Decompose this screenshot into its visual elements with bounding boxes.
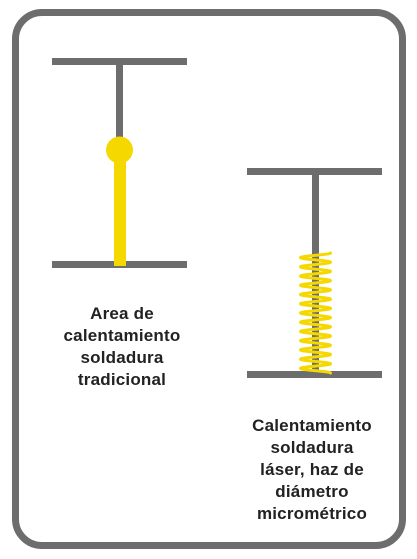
caption-laser-line-4: diámetro [275, 482, 349, 501]
caption-laser: Calentamiento soldadura láser, haz de di… [222, 415, 402, 525]
electrode-stem-left [116, 62, 123, 150]
heat-zone-dot [106, 136, 133, 164]
caption-traditional-line-1: Area de [90, 304, 154, 323]
caption-laser-line-3: láser, haz de [260, 460, 364, 479]
caption-laser-line-1: Calentamiento [252, 416, 372, 435]
caption-laser-line-5: micrométrico [256, 504, 368, 523]
traditional-weld-figure [52, 58, 187, 268]
rounded-frame [12, 9, 406, 549]
caption-traditional: Area de calentamiento soldadura tradicio… [32, 303, 212, 391]
caption-traditional-line-2: calentamiento [63, 326, 181, 345]
caption-laser-line-2: soldadura [270, 438, 354, 457]
heat-zone-bar [114, 150, 126, 266]
laser-weld-figure [247, 168, 382, 378]
top-plate-left [52, 58, 187, 65]
top-plate-right [247, 168, 382, 175]
laser-beam-coil [299, 251, 332, 375]
caption-traditional-line-3: soldadura [80, 348, 164, 367]
caption-traditional-line-4: tradicional [77, 370, 167, 389]
